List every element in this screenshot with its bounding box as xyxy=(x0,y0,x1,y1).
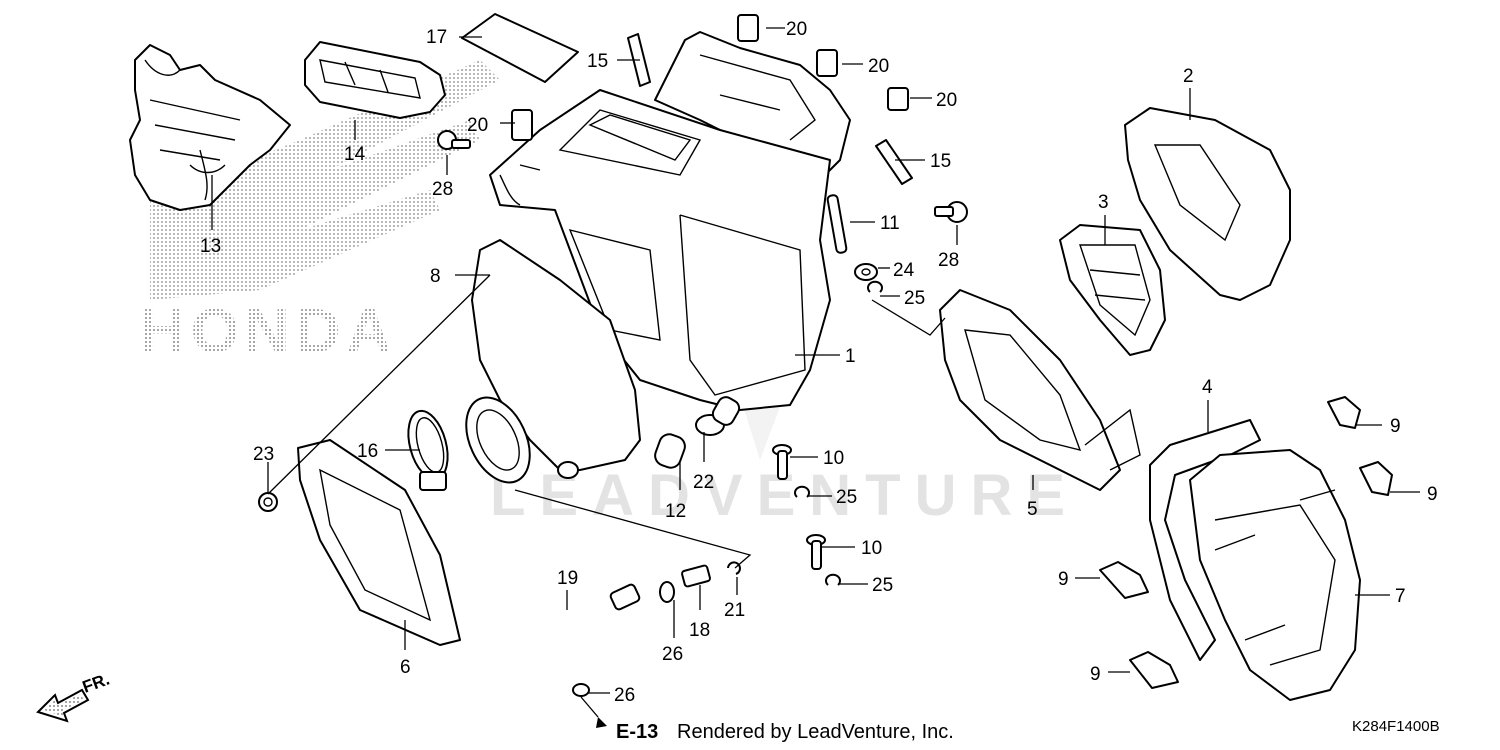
callout-4: 4 xyxy=(1202,377,1213,398)
callout-9-d: 9 xyxy=(1090,664,1101,685)
part-10-pin-b xyxy=(806,534,826,570)
part-11-pin xyxy=(826,194,848,254)
callout-10-b: 10 xyxy=(861,538,882,559)
callout-2: 2 xyxy=(1183,66,1194,87)
part-1-air-box xyxy=(489,89,831,411)
callout-11: 11 xyxy=(880,213,900,234)
part-25-clip-a xyxy=(867,280,883,293)
part-19-hose xyxy=(554,583,641,698)
part-8-throat xyxy=(465,239,641,484)
part-18-fitting xyxy=(681,564,711,588)
e13-arrow-icon xyxy=(596,717,607,728)
credit-text: Rendered by LeadVenture, Inc. xyxy=(677,721,954,743)
callout-5: 5 xyxy=(1027,499,1038,520)
part-20-clips xyxy=(511,14,909,141)
callout-18: 18 xyxy=(689,620,710,641)
callout-9-c: 9 xyxy=(1058,569,1069,590)
part-9-clips xyxy=(1099,396,1393,689)
callout-16: 16 xyxy=(357,441,378,462)
callout-22: 22 xyxy=(693,472,714,493)
callout-10-a: 10 xyxy=(823,448,844,469)
callout-21: 21 xyxy=(724,600,745,621)
callout-7: 7 xyxy=(1395,586,1406,607)
front-direction-label: FR. xyxy=(80,670,112,697)
callout-25-b: 25 xyxy=(836,487,857,508)
part-13-cover xyxy=(129,44,291,211)
part-17-sheet xyxy=(461,13,579,83)
diagram-code: K284F1400B xyxy=(1352,718,1440,735)
leader-lines xyxy=(211,27,1420,718)
callout-9-b: 9 xyxy=(1427,484,1438,505)
part-23-nut xyxy=(258,492,278,512)
honda-wing-watermark: HONDA xyxy=(140,60,500,366)
part-25-clip-c xyxy=(825,573,841,586)
part-25-clip-b xyxy=(794,485,810,498)
part-21-clip xyxy=(727,561,741,575)
air-box-upper-tray xyxy=(654,31,851,176)
callouts: 1 2 3 4 5 6 7 8 9 9 9 9 10 10 11 12 13 1… xyxy=(200,19,1438,706)
part-26-clamp-a xyxy=(659,581,675,603)
callout-17: 17 xyxy=(426,27,447,48)
callout-12: 12 xyxy=(665,501,686,522)
callout-14: 14 xyxy=(344,144,366,165)
part-12-22-plugs xyxy=(654,396,741,469)
callout-25-a: 25 xyxy=(904,288,925,309)
honda-brand-text: HONDA xyxy=(140,297,397,366)
callout-28-b: 28 xyxy=(938,250,959,271)
callout-25-c: 25 xyxy=(872,575,893,596)
part-7-cover xyxy=(1189,449,1361,701)
part-16-clamp xyxy=(407,409,449,491)
part-4-seal xyxy=(1149,419,1261,661)
part-15-strip-right xyxy=(875,139,913,185)
part-2-foam-element xyxy=(1124,107,1291,301)
callout-19: 19 xyxy=(557,568,578,589)
part-28-bolt-b xyxy=(934,201,968,223)
callout-20-d: 20 xyxy=(467,115,488,136)
part-6-gasket xyxy=(297,439,461,646)
part-28-bolt-a xyxy=(437,130,471,150)
part-5-frame xyxy=(939,289,1141,491)
callout-13: 13 xyxy=(200,236,221,257)
callout-20-b: 20 xyxy=(868,56,889,77)
callout-6: 6 xyxy=(400,657,411,678)
callout-26-a: 26 xyxy=(662,644,683,665)
callout-3: 3 xyxy=(1098,192,1109,213)
callout-15-b: 15 xyxy=(930,151,951,172)
callout-23: 23 xyxy=(253,444,274,465)
reference-e13: E-13 xyxy=(616,721,658,743)
callout-24: 24 xyxy=(893,260,915,281)
part-10-pin-a xyxy=(772,444,792,480)
part-3-element xyxy=(1059,224,1166,356)
callout-15-a: 15 xyxy=(587,51,608,72)
callout-28-a: 28 xyxy=(432,179,453,200)
front-direction-arrow-icon xyxy=(36,688,90,723)
part-24-washer xyxy=(854,263,878,281)
callout-20-c: 20 xyxy=(936,90,957,111)
callout-9-a: 9 xyxy=(1390,416,1401,437)
callout-8: 8 xyxy=(430,266,441,287)
part-26-clamp-b xyxy=(572,683,590,697)
callout-26-b: 26 xyxy=(614,685,635,706)
callout-20-a: 20 xyxy=(786,19,807,40)
part-14-duct xyxy=(304,41,446,119)
callout-1: 1 xyxy=(845,346,856,367)
